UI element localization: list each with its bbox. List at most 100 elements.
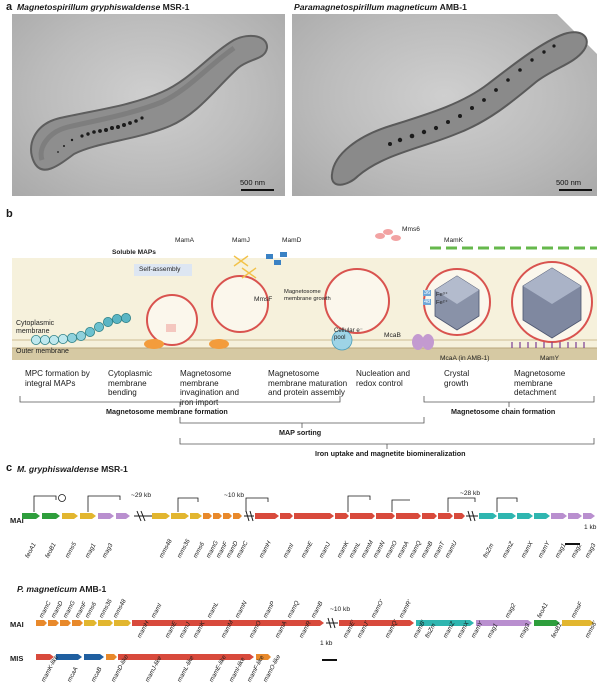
gene-label: feoB1: [44, 541, 58, 560]
gene-label: mamY: [537, 540, 552, 560]
gene-label: mms5: [64, 541, 79, 560]
gene-label: mamL: [206, 600, 221, 620]
species-name: Paramagnetospirillum magneticum: [294, 2, 438, 12]
soluble-maps-label: Soluble MAPs: [112, 249, 156, 256]
em-micrograph-msr1: [12, 14, 285, 196]
scale-bar: [559, 189, 592, 191]
gene-label: mamR': [398, 598, 414, 620]
mms48-tag: 48: [423, 299, 432, 305]
gap-label-10kb: ~10 kb: [224, 492, 244, 499]
species-name: Magnetospirillum gryphiswaldense: [17, 2, 161, 12]
bacterium-amb1-illustration: [330, 14, 597, 186]
stage-6-caption: Crystal growth: [444, 369, 470, 388]
gene-label: mamZ: [501, 540, 516, 560]
gene-label: mamB: [310, 600, 325, 620]
gene-label: mamI: [282, 542, 296, 560]
amb1-section-title: P. magneticum AMB-1: [17, 584, 106, 594]
strain-name: AMB-1: [79, 584, 107, 594]
gene-label: mamH: [258, 539, 273, 560]
scale-bar-label: 1 kb: [584, 524, 597, 531]
stage-4-caption: Magnetosome membrane maturation and prot…: [268, 369, 348, 398]
em-micrograph-amb1: [292, 14, 597, 196]
gene-label: mag2: [504, 602, 518, 620]
gene-label: mamD-like: [110, 653, 131, 684]
mamd-label: MamD: [282, 237, 302, 244]
stage-brackets: [19, 396, 595, 449]
gap-label-10kb: ~10 kb: [330, 606, 350, 613]
gene-label: mamN: [234, 599, 249, 620]
gene-label: mamE-like: [208, 654, 228, 684]
panel-a-left-title: Magnetospirillum gryphiswaldense MSR-1: [17, 2, 189, 12]
bracket-membrane-formation: Magnetosome membrane formation: [106, 407, 228, 416]
amb1-mai-gene-map: [36, 617, 594, 629]
gene-label: mamL-like: [176, 654, 196, 684]
panel-a-letter: a: [6, 1, 13, 13]
gene-label: mamJ-like: [144, 655, 164, 684]
ion-fe3: Fe³⁺: [436, 292, 448, 298]
gene-label: mag1: [554, 542, 568, 560]
amb1-mis-gene-map: [36, 654, 337, 661]
strain-name: MSR-1: [101, 464, 128, 474]
strain-name: MSR-1: [162, 2, 190, 12]
species-name: P. magneticum: [17, 584, 78, 594]
species-name: M. gryphiswaldense: [17, 464, 99, 474]
gene-label: mms36: [176, 538, 192, 560]
panel-c-letter: c: [6, 462, 13, 474]
mcab-label: McaB: [384, 332, 401, 339]
amb1-mis-label: MIS: [10, 654, 24, 663]
gene-label: mamJ: [318, 541, 333, 560]
panel-b-letter: b: [6, 208, 13, 220]
gene-label: mcaB: [90, 666, 104, 684]
outer-membrane-label: Outer membrane: [16, 348, 69, 355]
self-assembly-label: Self-assembly: [139, 266, 181, 273]
bacterium-msr1-illustration: [30, 34, 268, 171]
mis-gene-labels: mamK-like mcaA mcaB mamD-like mamJ-like …: [0, 630, 605, 685]
gene-label: mag1: [84, 542, 98, 560]
mms36-tag: 36: [423, 290, 432, 296]
msr1-gene-labels: feoA1 feoB1 mms5 mag1 mag3 mms48 mms36 m…: [0, 522, 605, 572]
gene-label: mamK-like: [40, 654, 60, 684]
amb1-mai-label: MAI: [10, 620, 24, 629]
gene-label: feoA1: [536, 601, 550, 620]
membrane-growth-label: Magnetosome membrane growth: [284, 289, 331, 302]
bracket-map-sorting: MAP sorting: [279, 428, 322, 437]
gap-label-28kb: ~28 kb: [460, 490, 480, 497]
stage-1-caption: MPC formation by integral MAPs: [25, 369, 90, 388]
gene-label: mms48: [112, 598, 128, 620]
mms6-label: Mms6: [402, 226, 420, 233]
gene-label: mamX: [520, 540, 535, 560]
msr1-section-title: M. gryphiswaldense MSR-1: [17, 464, 128, 474]
mama-label: MamA: [175, 237, 195, 244]
gene-label: mms48: [158, 538, 174, 560]
scale-bar-label: 500 nm: [556, 178, 582, 187]
msr1-mai-label: MAI: [10, 516, 24, 525]
gene-label: mms6: [192, 541, 207, 560]
stage-7-caption: Magnetosome membrane detachment: [514, 369, 566, 398]
cytoplasmic-membrane-label: Cytoplasmic membrane: [16, 320, 55, 335]
cellular-pool-label: Cellular e⁻ pool: [334, 327, 363, 341]
mcaa-label: McaA (in AMB-1): [440, 355, 490, 362]
gene-label: mcaA: [66, 666, 80, 684]
gene-label: mamP: [262, 600, 277, 620]
gene-label: mag3: [101, 542, 115, 560]
gene-label: mag2: [570, 542, 584, 560]
stage-5-caption: Nucleation and redox control: [356, 369, 410, 388]
gene-label: mamI: [150, 602, 164, 620]
scale-bar-label: 500 nm: [240, 178, 266, 187]
mamj-label: MamJ: [232, 237, 250, 244]
mamy-label: MamY: [540, 355, 560, 362]
mamk-label: MamK: [444, 237, 464, 244]
gene-label: feoA1: [24, 541, 38, 560]
gene-label: mamO': [370, 598, 386, 620]
stage-2-caption: Cytoplasmic membrane bending: [108, 369, 153, 398]
strain-name: AMB-1: [439, 2, 467, 12]
gene-label: mamQ: [286, 599, 301, 620]
ion-fe2: Fe²⁺: [436, 300, 448, 306]
bracket-iron-uptake: Iron uptake and magnetite biomineralizat…: [315, 449, 466, 458]
diagram-artwork: [12, 229, 597, 360]
biomineralization-diagram: [12, 216, 597, 366]
self-assembly-box: [134, 264, 192, 276]
mmsf-label: MmsF: [254, 296, 273, 303]
scale-bar-label: 1 kb: [320, 640, 333, 647]
msr1-gene-map: [22, 494, 595, 545]
